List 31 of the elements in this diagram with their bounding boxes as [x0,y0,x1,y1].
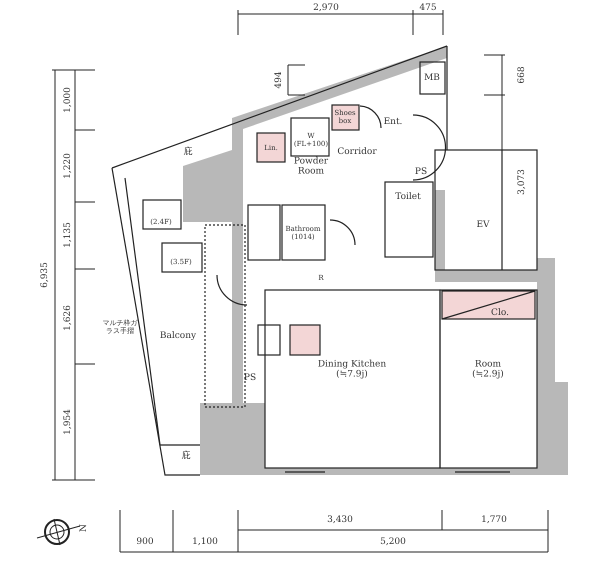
dimension-text: 1,220 [62,153,74,179]
dimension-text: 1,135 [62,222,74,248]
dimension-text: 3,430 [327,514,353,526]
room-label: EV [476,220,490,230]
room-label: Balcony [160,330,196,342]
dimension-text: 900 [136,536,154,548]
dimension-text: 1,000 [62,87,74,113]
dimension-text: 2,970 [313,2,339,14]
dimension-text: 1,954 [62,409,74,435]
dimension-text: 1,770 [481,514,507,526]
dimension-text: 1,626 [62,305,74,331]
room-label: PS [414,166,428,178]
dimension-text: 668 [516,66,528,84]
dimension-text: 475 [419,2,437,14]
north-mark: N [78,524,90,532]
dimension-text: 1,100 [192,536,218,548]
room-label: Dining Kitchen (≒7.9j) [316,360,388,380]
eaves-label: 庇 [182,450,190,462]
dimension-text: 6,935 [40,262,50,288]
room-label: Ent. [384,116,402,128]
room-label: MB [424,72,440,84]
dimension-text: 494 [274,71,284,89]
room-label: Toilet [395,192,421,202]
dimension-text: 3,073 [516,169,528,195]
room-label: Powder Room [292,156,330,178]
room-label: Corridor [337,146,377,158]
room-label: Clo. [491,308,509,318]
dimension-text: 5,200 [380,536,406,548]
room-label: Room (≒2.9j) [471,360,505,380]
room-label: PS [244,372,256,384]
eaves-label: 庇 [184,146,192,158]
